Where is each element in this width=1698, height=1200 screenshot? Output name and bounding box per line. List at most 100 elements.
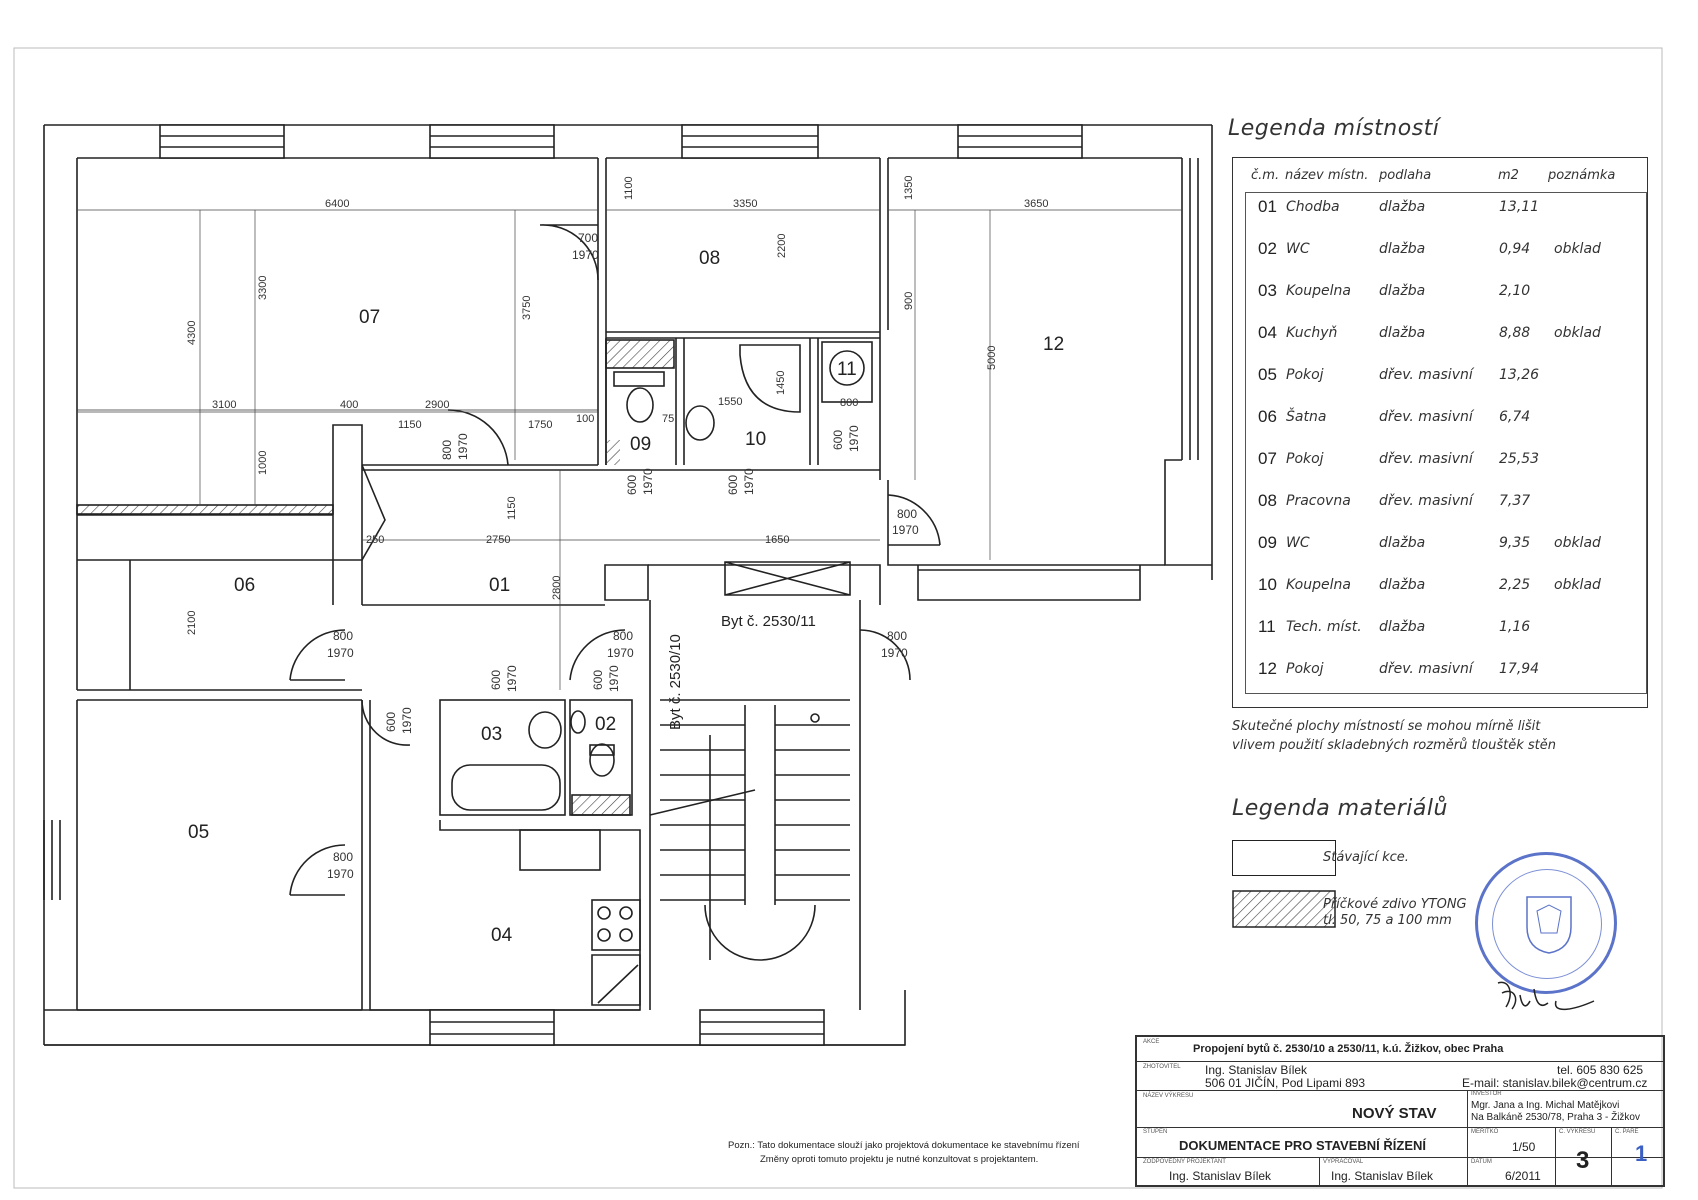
door-label: 600 [384, 712, 398, 732]
datum-label: DATUM [1471, 1159, 1492, 1165]
door-label: 1970 [847, 425, 861, 452]
row-num: 07 [1258, 449, 1277, 468]
row-floor: dřev. masivní [1379, 493, 1473, 509]
door-label: 800 [897, 507, 917, 521]
header-floor: podlaha [1379, 168, 1432, 183]
row-name: Koupelna [1286, 283, 1351, 299]
row-name: Pokoj [1286, 661, 1324, 677]
row-area: 13,26 [1499, 367, 1540, 383]
area-footnote-line-1: Skutečné plochy místností se mohou mírně… [1232, 719, 1541, 734]
door-label: 1970 [327, 867, 354, 881]
ytong-label-line-2: tl. 50, 75 a 100 mm [1323, 913, 1452, 928]
dim-label: 1750 [528, 419, 552, 431]
row-area: 25,53 [1499, 451, 1540, 467]
contractor-email: E-mail: stanislav.bilek@centrum.cz [1462, 1076, 1648, 1090]
investor-label: INVESTOR [1471, 1091, 1502, 1097]
row-note: obklad [1554, 577, 1601, 593]
row-floor: dlažba [1379, 577, 1426, 593]
row-num: 02 [1258, 239, 1277, 258]
door-label: 1970 [607, 665, 621, 692]
door-label: 800 [440, 440, 454, 460]
dim-label: 4300 [186, 321, 198, 345]
date: 6/2011 [1505, 1169, 1541, 1183]
door-label: 600 [489, 670, 503, 690]
authorization-stamp [1475, 852, 1617, 994]
room-label-07: 07 [359, 307, 380, 328]
row-area: 7,37 [1499, 493, 1531, 509]
prepared-by: Ing. Stanislav Bílek [1331, 1169, 1434, 1183]
row-name: Koupelna [1286, 577, 1351, 593]
table-row: 04 Kuchyň dlažba 8,88 obklad [1246, 313, 1646, 355]
table-row: 10 Koupelna dlažba 2,25 obklad [1246, 565, 1646, 607]
row-area: 13,11 [1499, 199, 1540, 215]
nazev-label: NÁZEV VÝKRESU [1143, 1093, 1194, 1099]
header-name: název místn. [1285, 168, 1369, 183]
room-label-04: 04 [491, 925, 513, 946]
door-label: 1970 [641, 468, 655, 495]
room-label-08: 08 [699, 248, 720, 269]
title-block: AKCE Propojení bytů č. 2530/10 a 2530/11… [1135, 1035, 1665, 1187]
dim-label: 6400 [325, 198, 349, 210]
table-row: 01 Chodba dlažba 13,11 [1246, 187, 1646, 229]
pare-label: Č. PARE [1615, 1129, 1639, 1135]
dim-label: 3350 [733, 198, 757, 210]
existing-structure-label: Stávající kce. [1323, 850, 1409, 865]
dim-label: 75 [662, 413, 674, 425]
investor-name: Mgr. Jana a Ing. Michal Matějkovi [1471, 1100, 1620, 1111]
dim-label: 3750 [521, 296, 533, 320]
room-label-03: 03 [481, 724, 502, 745]
dim-label: 1150 [506, 496, 518, 520]
dim-label: 1350 [903, 176, 915, 200]
row-floor: dřev. masivní [1379, 367, 1473, 383]
dim-label: 1450 [775, 371, 787, 395]
header-area: m2 [1498, 168, 1519, 183]
row-note: obklad [1554, 535, 1601, 551]
table-row: 05 Pokoj dřev. masivní 13,26 [1246, 355, 1646, 397]
material-legend-title: Legenda materiálů [1232, 796, 1448, 821]
door-label: 1970 [400, 707, 414, 734]
row-num: 11 [1258, 617, 1276, 636]
room-label-01: 01 [489, 575, 510, 596]
dim-label: 1000 [257, 451, 269, 475]
row-note: obklad [1554, 241, 1601, 257]
row-area: 9,35 [1499, 535, 1531, 551]
door-label: 1970 [607, 646, 634, 660]
existing-structure-swatch [1232, 840, 1336, 876]
door-label: 600 [591, 670, 605, 690]
row-num: 06 [1258, 407, 1277, 426]
room-label-11: 11 [837, 359, 857, 380]
row-name: WC [1286, 241, 1310, 257]
table-row: 08 Pracovna dřev. masivní 7,37 [1246, 481, 1646, 523]
table-row: 11 Tech. míst. dlažba 1,16 [1246, 607, 1646, 649]
row-floor: dlažba [1379, 283, 1426, 299]
row-floor: dlažba [1379, 535, 1426, 551]
copy-number: 1 [1635, 1141, 1648, 1166]
table-row: 02 WC dlažba 0,94 obklad [1246, 229, 1646, 271]
door-label: 600 [726, 475, 740, 495]
walls [43, 124, 1213, 1046]
dim-label: 5000 [986, 346, 998, 370]
row-area: 17,94 [1499, 661, 1540, 677]
row-name: Pokoj [1286, 367, 1324, 383]
door-label: 1970 [892, 523, 919, 537]
header-note: poznámka [1548, 168, 1616, 183]
zhotovitel-label: ZHOTOVITEL [1143, 1064, 1181, 1070]
dim-label: 1150 [398, 419, 422, 431]
note-line-2: Změny oproti tomuto projektu je nutné ko… [760, 1154, 1039, 1165]
note-line-1: Pozn.: Tato dokumentace slouží jako proj… [728, 1140, 1080, 1151]
ytong-label-line-1: Příčkové zdivo YTONG [1323, 897, 1467, 912]
dim-label: 2100 [186, 611, 198, 635]
row-area: 0,94 [1499, 241, 1531, 257]
row-num: 09 [1258, 533, 1277, 552]
row-num: 04 [1258, 323, 1277, 342]
dim-label: 1100 [623, 176, 635, 200]
coat-of-arms-icon [1526, 896, 1572, 954]
room-label-10: 10 [745, 429, 766, 450]
row-area: 1,16 [1499, 619, 1531, 635]
row-name: Pracovna [1286, 493, 1351, 509]
row-area: 2,25 [1499, 577, 1531, 593]
dim-label: 2800 [551, 576, 563, 600]
project-name: Propojení bytů č. 2530/10 a 2530/11, k.ú… [1193, 1043, 1504, 1055]
